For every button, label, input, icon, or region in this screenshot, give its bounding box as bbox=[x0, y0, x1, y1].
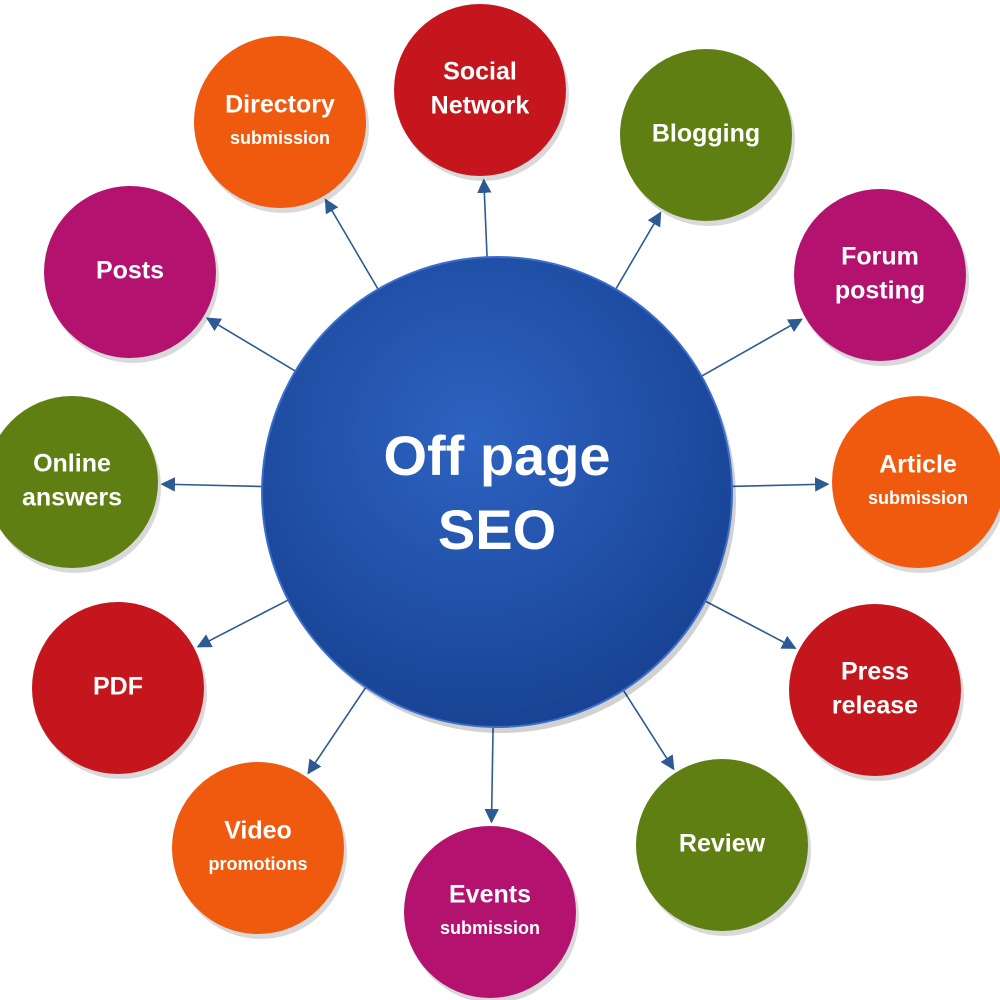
node-label: Review bbox=[679, 830, 766, 858]
arrow-to-article-submission bbox=[729, 477, 830, 492]
node-video-promotions: Video promotions bbox=[172, 762, 347, 939]
arrow-to-forum-posting bbox=[699, 318, 803, 378]
node-label: Article bbox=[879, 451, 957, 479]
node-label: Posts bbox=[96, 257, 164, 285]
node-events-submission: Events submission bbox=[404, 826, 579, 1000]
node-label: answers bbox=[22, 484, 122, 512]
node-circle bbox=[620, 49, 792, 221]
arrow-to-events-submission bbox=[484, 724, 499, 824]
node-circle bbox=[832, 396, 1000, 568]
hub-circle bbox=[261, 256, 733, 728]
node-label: Online bbox=[33, 450, 111, 478]
node-label: Network bbox=[431, 92, 530, 120]
node-label: Forum bbox=[841, 243, 919, 271]
hub-label-line: SEO bbox=[438, 498, 556, 561]
node-circle bbox=[172, 762, 344, 934]
node-label: Blogging bbox=[652, 120, 760, 148]
node-sublabel: submission bbox=[230, 128, 330, 148]
node-circle bbox=[0, 396, 158, 568]
arrow-to-blogging bbox=[614, 211, 662, 292]
node-label: Video bbox=[224, 817, 292, 845]
node-label: Social bbox=[443, 58, 517, 86]
node-label: Events bbox=[449, 881, 531, 909]
node-circle bbox=[32, 602, 204, 774]
node-circle bbox=[44, 186, 216, 358]
node-blogging: Blogging bbox=[620, 49, 795, 226]
node-pdf: PDF bbox=[32, 602, 207, 779]
node-sublabel: submission bbox=[440, 918, 540, 938]
node-circle bbox=[194, 36, 366, 208]
node-sublabel: submission bbox=[868, 488, 968, 508]
arrow-to-pdf bbox=[196, 598, 291, 648]
node-label: PDF bbox=[93, 673, 143, 701]
connector-arrows bbox=[160, 178, 830, 824]
arrow-to-video-promotions bbox=[307, 685, 368, 775]
hub-label-line: Off page bbox=[383, 424, 610, 487]
arrow-to-posts bbox=[205, 317, 298, 373]
node-press-release: Press release bbox=[789, 604, 964, 781]
node-circle bbox=[636, 759, 808, 931]
node-online-answers: Online answers bbox=[0, 396, 161, 573]
node-circle bbox=[404, 826, 576, 998]
node-sublabel: promotions bbox=[209, 854, 308, 874]
node-circle bbox=[394, 4, 566, 176]
arrow-to-directory-submission bbox=[324, 198, 380, 292]
node-circle bbox=[794, 189, 966, 361]
node-label: release bbox=[832, 692, 918, 720]
node-circle bbox=[789, 604, 961, 776]
node-label: Directory bbox=[225, 91, 335, 119]
arrow-to-online-answers bbox=[160, 477, 265, 492]
node-article-submission: Article submission bbox=[832, 396, 1000, 573]
arrow-to-press-release bbox=[703, 599, 797, 649]
node-review: Review bbox=[636, 759, 811, 936]
arrow-to-social-network bbox=[477, 178, 492, 260]
node-forum-posting: Forum posting bbox=[794, 189, 969, 366]
arrow-to-review bbox=[621, 688, 675, 771]
node-label: posting bbox=[835, 277, 925, 305]
node-posts: Posts bbox=[44, 186, 219, 363]
node-directory-submission: Directory submission bbox=[194, 36, 369, 213]
node-label: Press bbox=[841, 658, 909, 686]
